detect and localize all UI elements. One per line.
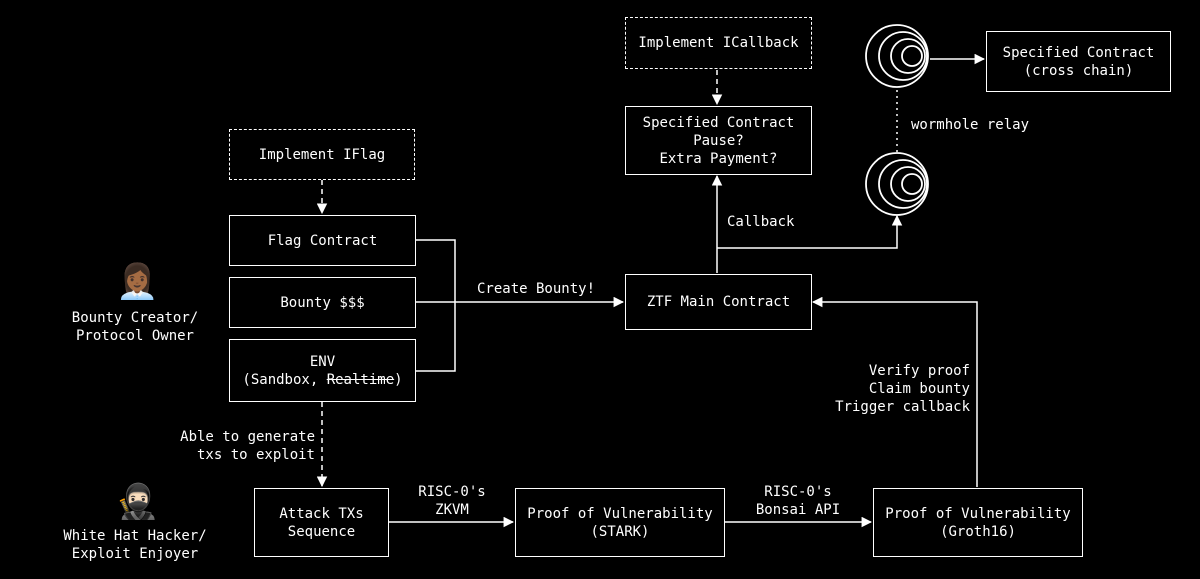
label-line: Bounty Creator/	[71, 310, 199, 326]
wormhole-icon	[865, 152, 929, 216]
node-label: Specified Contract	[1002, 44, 1155, 61]
node-proof-stark: Proof of Vulnerability (STARK)	[515, 488, 725, 557]
edge-groth16-to-ztf	[811, 296, 978, 487]
ninja-icon: 🥷🏻	[116, 482, 159, 522]
actor-bounty-creator: Bounty Creator/ Protocol Owner	[55, 309, 215, 345]
node-specified-contract-cross-chain: Specified Contract (cross chain)	[986, 31, 1171, 92]
label-line: Trigger callback	[835, 399, 970, 415]
env-sandbox-text: (Sandbox,	[242, 371, 327, 388]
node-env: ENV (Sandbox, Realtime)	[229, 339, 416, 402]
node-label: (cross chain)	[1023, 62, 1134, 79]
node-label: (STARK)	[590, 523, 650, 540]
woman-office-worker-icon: 👩🏾‍💼	[116, 262, 159, 302]
node-label: Pause?	[693, 132, 744, 149]
node-label: Specified Contract	[642, 114, 795, 131]
node-label: Extra Payment?	[659, 150, 778, 167]
node-label: Sequence	[287, 523, 356, 540]
label-line: Claim bounty	[868, 381, 970, 397]
node-ztf-main-contract: ZTF Main Contract	[625, 274, 812, 330]
node-flag-contract: Flag Contract	[229, 215, 416, 266]
node-label: Proof of Vulnerability	[885, 505, 1071, 522]
node-label: Bounty $$$	[280, 294, 365, 311]
edge-label-verify-proof: Verify proof Claim bounty Trigger callba…	[800, 362, 970, 416]
node-label: ENV	[309, 353, 336, 370]
label-line: Protocol Owner	[75, 328, 194, 344]
label-line: RISC-0's	[418, 484, 486, 500]
node-specified-contract-pause: Specified Contract Pause? Extra Payment?	[625, 106, 812, 175]
actor-white-hat-hacker: White Hat Hacker/ Exploit Enjoyer	[50, 527, 220, 563]
node-label: Implement IFlag	[258, 146, 386, 163]
node-implement-icallback: Implement ICallback	[625, 17, 812, 69]
edge-label-able-to-generate: Able to generate txs to exploit	[150, 428, 315, 464]
node-label: (Sandbox, Realtime)	[242, 371, 402, 389]
node-implement-iflag: Implement IFlag	[229, 129, 415, 180]
label-line: White Hat Hacker/	[63, 528, 207, 544]
node-attack-txs-sequence: Attack TXs Sequence	[254, 488, 389, 557]
label-line: txs to exploit	[196, 447, 315, 463]
edge-label-risc0-zkvm: RISC-0's ZKVM	[402, 483, 502, 519]
label-line: ZKVM	[435, 502, 469, 518]
label-line: Bonsai API	[755, 502, 841, 518]
label-line: Able to generate	[180, 429, 315, 445]
node-label: Implement ICallback	[638, 35, 799, 51]
node-label: ZTF Main Contract	[646, 294, 791, 310]
node-label: (Groth16)	[940, 523, 1016, 540]
edge-label-risc0-bonsai: RISC-0's Bonsai API	[738, 483, 858, 519]
node-label: Flag Contract	[267, 232, 378, 249]
edge-callback-to-wormhole	[717, 214, 903, 249]
label-line: Exploit Enjoyer	[71, 546, 199, 562]
node-label: Attack TXs	[279, 505, 364, 522]
edge-label-wormhole-relay: wormhole relay	[911, 117, 1030, 133]
node-label: Proof of Vulnerability	[527, 505, 713, 522]
edge-label-create-bounty: Create Bounty!	[477, 281, 596, 297]
label-line: Verify proof	[868, 363, 970, 379]
node-bounty: Bounty $$$	[229, 277, 416, 328]
env-close-text: )	[394, 371, 403, 388]
edge-stack-bracket	[416, 239, 456, 372]
wormhole-icon	[865, 24, 929, 88]
edge-label-callback: Callback	[727, 214, 795, 230]
node-proof-groth16: Proof of Vulnerability (Groth16)	[873, 488, 1083, 557]
env-realtime-struck-text: Realtime	[326, 371, 395, 388]
label-line: RISC-0's	[764, 484, 832, 500]
